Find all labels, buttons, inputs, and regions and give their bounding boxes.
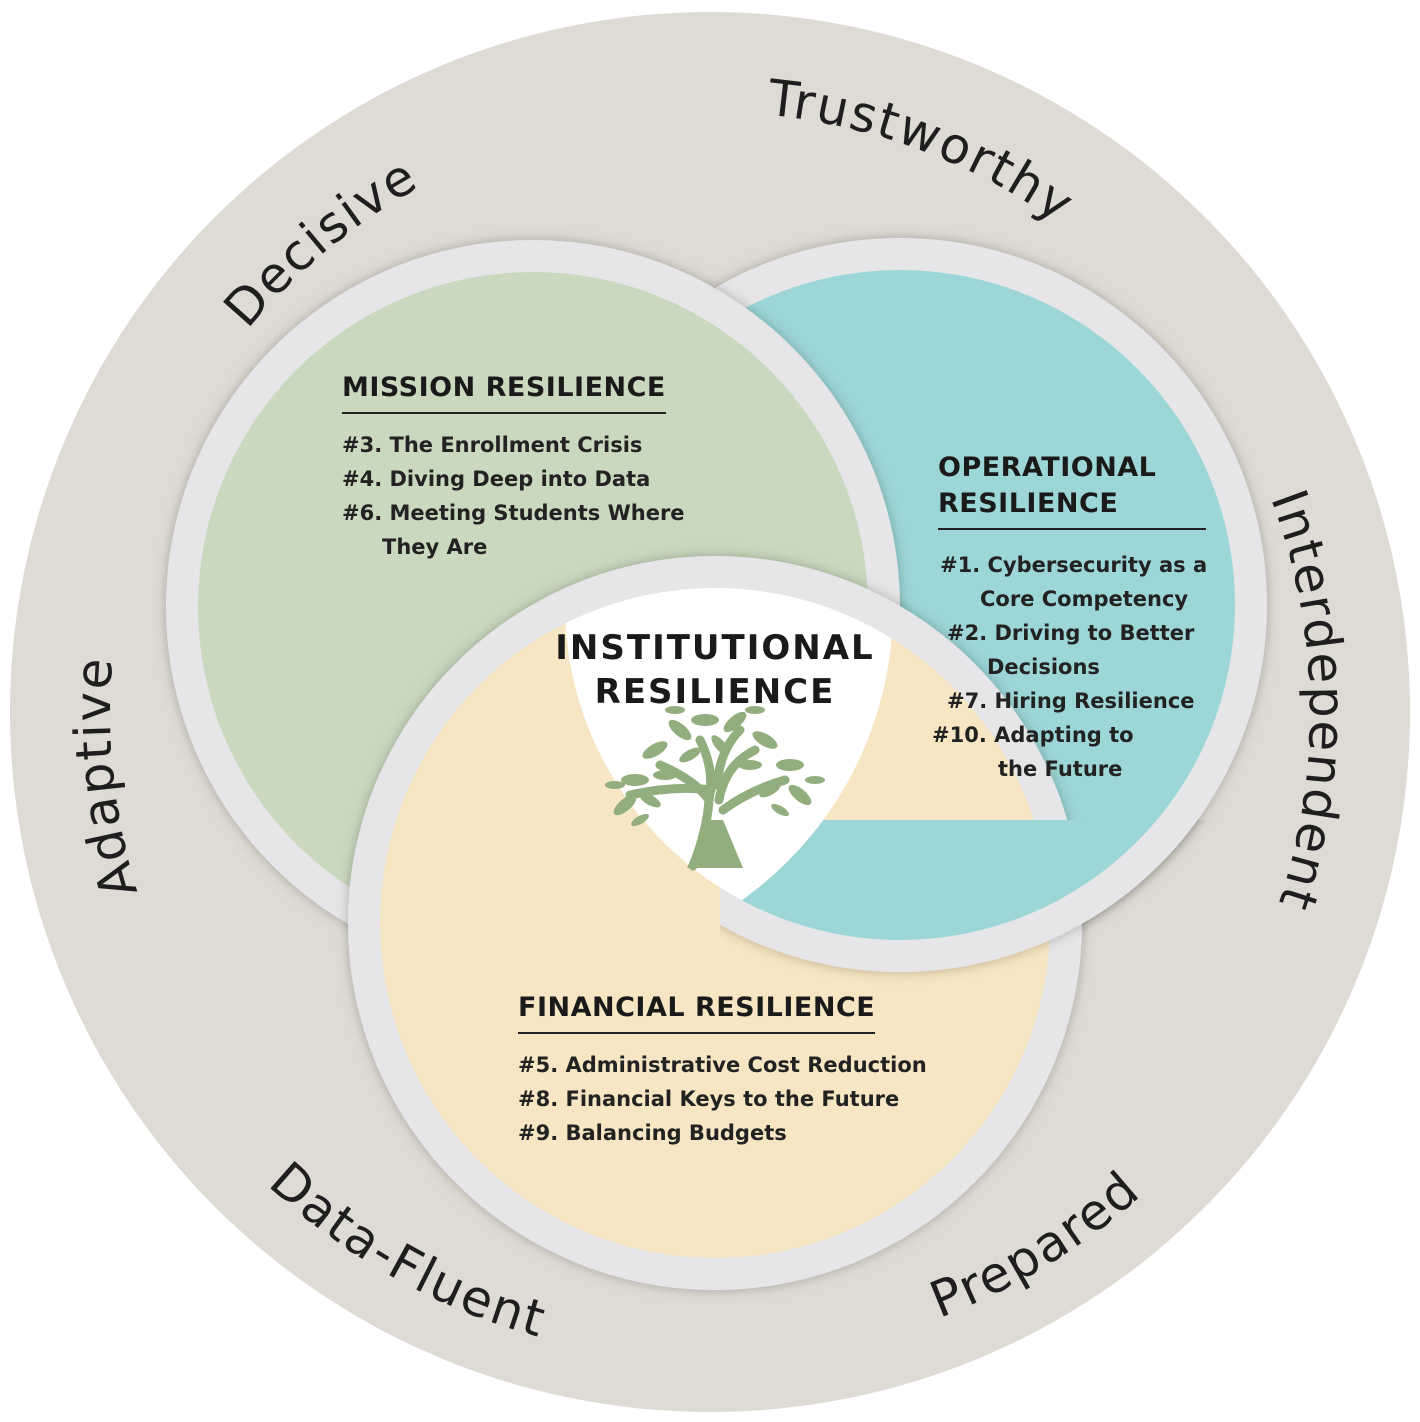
- tree-icon: [605, 706, 825, 871]
- operational-item: the Future: [998, 757, 1123, 781]
- mission-item: They Are: [382, 535, 488, 559]
- operational-item: #2. Driving to Better: [947, 621, 1195, 645]
- operational-heading: RESILIENCE: [938, 488, 1119, 519]
- operational-heading: OPERATIONAL: [938, 452, 1157, 483]
- mission-item: #4. Diving Deep into Data: [342, 467, 651, 491]
- mission-heading: MISSION RESILIENCE: [342, 370, 666, 414]
- operational-item: Decisions: [987, 655, 1100, 679]
- financial-resilience-block: FINANCIAL RESILIENCE #5. Administrative …: [518, 990, 927, 1150]
- operational-resilience-block: OPERATIONAL RESILIENCE #1. Cybersecurity…: [932, 450, 1208, 786]
- operational-circle-overlap: [720, 820, 1198, 972]
- operational-item: #1. Cybersecurity as a: [940, 553, 1208, 577]
- financial-item: #8. Financial Keys to the Future: [518, 1087, 900, 1111]
- operational-item: Core Competency: [980, 587, 1189, 611]
- financial-item: #5. Administrative Cost Reduction: [518, 1053, 927, 1077]
- mission-resilience-block: MISSION RESILIENCE #3. The Enrollment Cr…: [342, 370, 685, 564]
- center-title-line2: RESILIENCE: [594, 672, 836, 712]
- financial-item: #9. Balancing Budgets: [518, 1121, 787, 1145]
- center-title: INSTITUTIONAL RESILIENCE: [540, 626, 890, 714]
- financial-heading: FINANCIAL RESILIENCE: [518, 990, 876, 1034]
- mission-item: #3. The Enrollment Crisis: [342, 433, 643, 457]
- financial-circle: [348, 556, 1082, 1290]
- center-title-line1: INSTITUTIONAL: [555, 628, 875, 668]
- operational-item: #10. Adapting to: [932, 723, 1134, 747]
- operational-item: #7. Hiring Resilience: [947, 689, 1195, 713]
- mission-item: #6. Meeting Students Where: [342, 501, 685, 525]
